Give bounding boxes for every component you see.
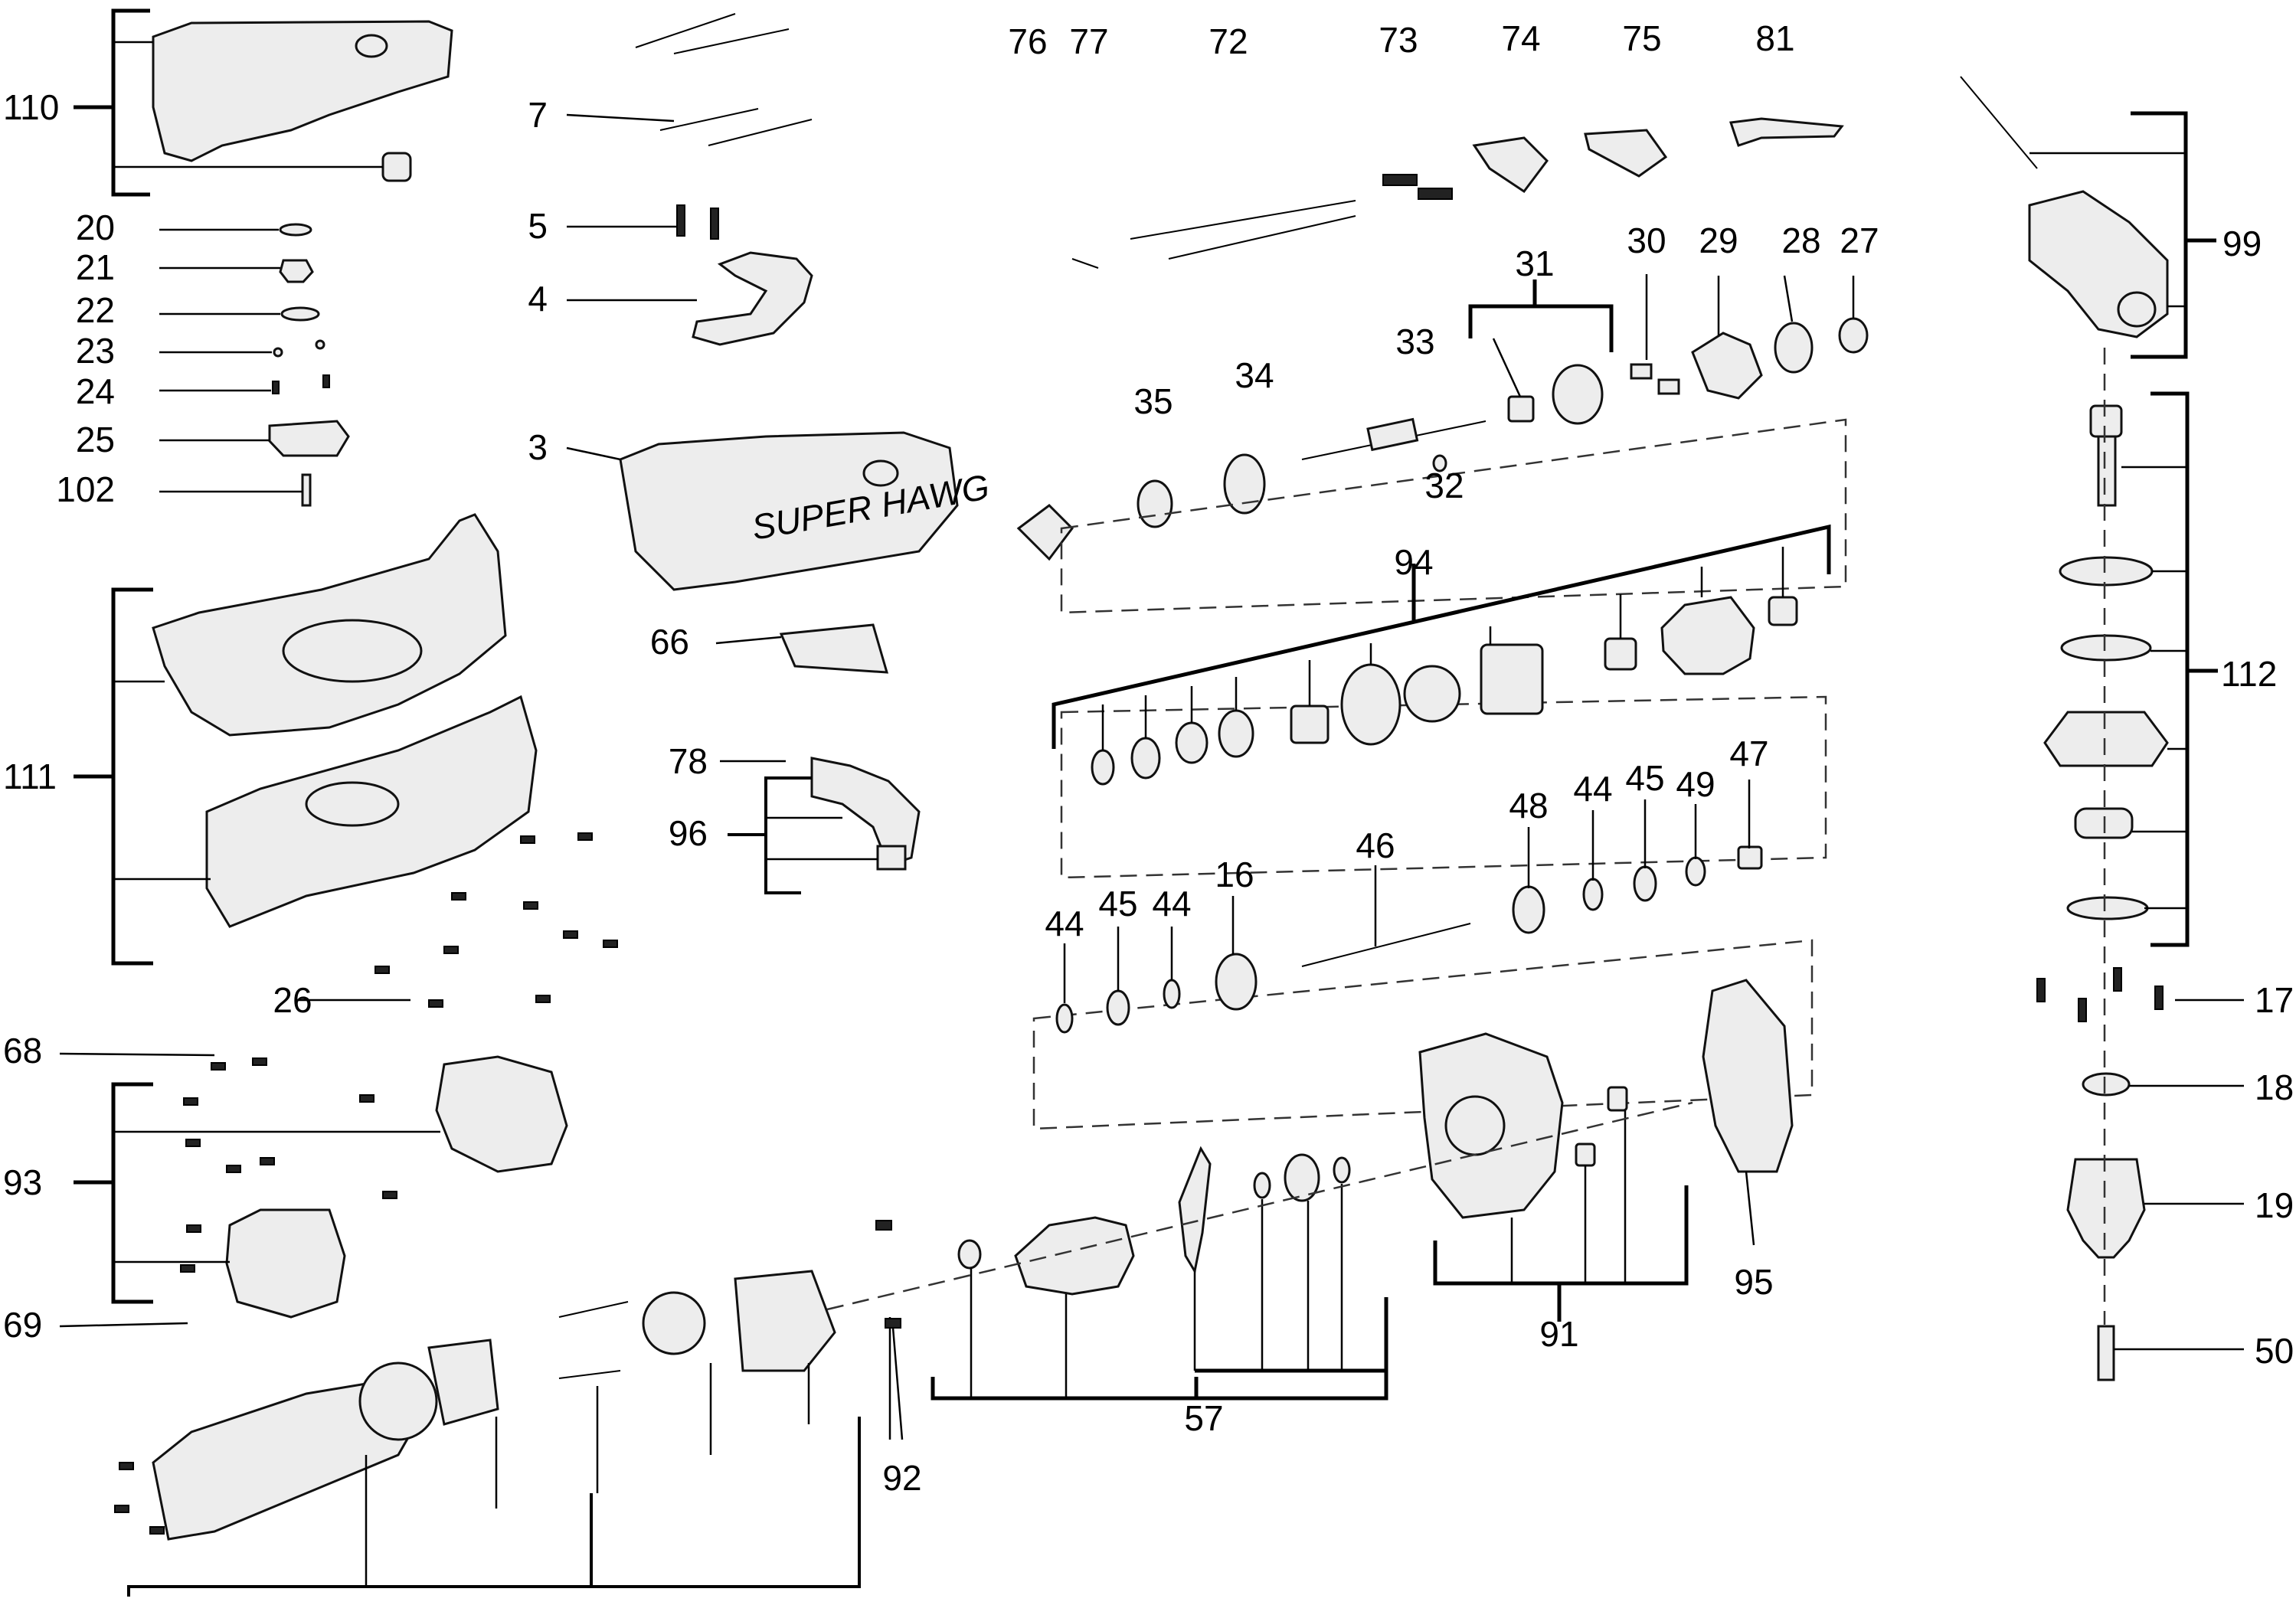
callout-4: 4 — [528, 279, 548, 319]
callout-102: 102 — [56, 469, 115, 509]
wiring-harness-part — [127, 1270, 891, 1597]
callout-91: 91 — [1539, 1314, 1578, 1354]
callout-92: 92 — [882, 1458, 921, 1498]
callout-34: 34 — [1235, 355, 1274, 395]
screw — [260, 1157, 275, 1165]
callout-75: 75 — [1622, 18, 1661, 58]
callout-25: 25 — [76, 420, 115, 459]
leader-68 — [59, 1052, 215, 1057]
callout-93: 93 — [3, 1162, 42, 1202]
callout-7: 7 — [528, 95, 548, 135]
callout-96: 96 — [669, 813, 708, 853]
housing-halves-part — [113, 513, 538, 928]
callout-33: 33 — [1395, 322, 1434, 361]
callout-28: 28 — [1781, 221, 1820, 260]
callout-49: 49 — [1676, 764, 1715, 804]
screw — [520, 835, 535, 844]
callout-68: 68 — [3, 1031, 42, 1071]
screw — [374, 966, 390, 974]
callout-48: 48 — [1509, 786, 1548, 825]
screw — [185, 1139, 201, 1147]
callout-44: 44 — [1152, 884, 1191, 923]
screw — [428, 999, 443, 1008]
switch-bracket-part — [720, 757, 921, 894]
callout-22: 22 — [76, 290, 115, 330]
callout-44: 44 — [1045, 904, 1084, 943]
callout-50: 50 — [2255, 1331, 2294, 1371]
callout-111: 111 — [3, 757, 57, 796]
callout-5: 5 — [528, 206, 548, 246]
callout-44: 44 — [1573, 769, 1612, 809]
screw — [359, 1094, 374, 1103]
callout-99: 99 — [2222, 224, 2262, 263]
callout-17: 17 — [2255, 980, 2294, 1020]
screw — [451, 892, 466, 901]
callout-94: 94 — [1394, 542, 1433, 582]
callout-72: 72 — [1209, 21, 1248, 61]
chuck-assembly-part — [1960, 76, 2244, 1381]
screw — [149, 1526, 165, 1535]
drivetrain-parts — [826, 117, 1869, 1440]
top-housing-part: SUPER HAWG — [566, 431, 993, 591]
screw — [211, 1062, 226, 1071]
callout-16: 16 — [1215, 855, 1254, 894]
callout-78: 78 — [669, 741, 708, 781]
screw — [563, 930, 578, 939]
callout-110: 110 — [3, 87, 59, 127]
callout-81: 81 — [1755, 18, 1794, 58]
screw — [603, 940, 618, 948]
screw — [535, 995, 551, 1003]
callout-35: 35 — [1133, 381, 1173, 421]
screw — [183, 1097, 198, 1106]
callout-66: 66 — [650, 622, 689, 662]
screw — [114, 1505, 129, 1513]
gearbox-housing-part — [113, 20, 453, 182]
callout-19: 19 — [2255, 1185, 2294, 1225]
callout-74: 74 — [1501, 18, 1540, 58]
screw — [252, 1057, 267, 1066]
callout-112: 112 — [2221, 654, 2277, 694]
callout-18: 18 — [2255, 1067, 2294, 1107]
callout-46: 46 — [1356, 825, 1395, 865]
callout-77: 77 — [1069, 21, 1108, 61]
callout-26: 26 — [273, 980, 312, 1020]
screws-and-handle — [566, 13, 813, 346]
callout-23: 23 — [76, 331, 115, 371]
leader-69 — [59, 1322, 188, 1328]
callout-32: 32 — [1424, 466, 1464, 505]
callout-57: 57 — [1184, 1398, 1223, 1438]
callout-21: 21 — [76, 247, 115, 287]
callout-45: 45 — [1625, 758, 1664, 798]
callout-76: 76 — [1008, 21, 1047, 61]
callout-95: 95 — [1734, 1262, 1773, 1302]
screw — [382, 1191, 397, 1199]
callout-31: 31 — [1515, 244, 1554, 283]
callout-29: 29 — [1699, 221, 1738, 260]
callout-69: 69 — [3, 1305, 42, 1345]
brackets-left — [74, 8, 153, 1304]
screw — [186, 1224, 201, 1233]
screw — [119, 1462, 134, 1470]
label-plate-part — [715, 623, 889, 674]
loose-screws — [114, 832, 618, 1535]
motor-housing-part — [113, 1055, 568, 1319]
screw — [180, 1264, 195, 1273]
callout-labels: 1102021222324251027543661112678966893697… — [3, 18, 2294, 1498]
callout-47: 47 — [1729, 734, 1768, 773]
callout-73: 73 — [1379, 20, 1418, 60]
callout-45: 45 — [1098, 884, 1137, 923]
small-parts-group — [159, 223, 350, 507]
callout-30: 30 — [1627, 221, 1666, 260]
screw — [443, 946, 459, 954]
callout-3: 3 — [528, 427, 548, 467]
screw — [523, 901, 538, 910]
callout-27: 27 — [1840, 221, 1879, 260]
screw — [577, 832, 593, 841]
screw — [226, 1165, 241, 1173]
callout-24: 24 — [76, 371, 115, 411]
callout-20: 20 — [76, 208, 115, 247]
